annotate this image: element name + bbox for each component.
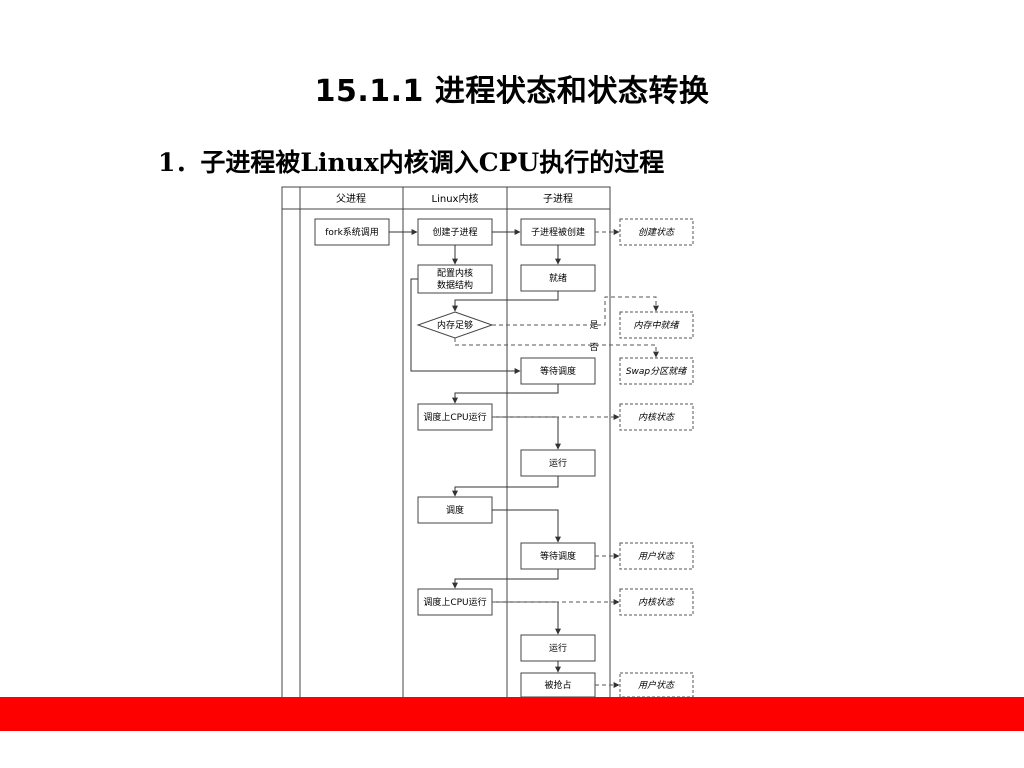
branch-no-label: 否 [589, 342, 598, 353]
lane-header-kernel: Linux内核 [432, 192, 479, 205]
sched-label: 调度 [446, 504, 464, 516]
sched-box [417, 496, 493, 524]
wait-sched-box-1 [520, 357, 596, 385]
arrow-config-to-wait [410, 278, 521, 374]
sched-cpu-box-1 [417, 403, 493, 431]
fork-label: fork系统调用 [325, 226, 379, 238]
state-user-1 [619, 542, 694, 570]
slide-title: 15.1.1 进程状态和状态转换 [314, 74, 710, 109]
preempted-box [520, 672, 596, 698]
state-kernel-1 [619, 403, 694, 431]
sched-cpu-label-2: 调度上CPU运行 [423, 596, 486, 608]
state-user-2-label: 用户状态 [638, 680, 676, 691]
sched-cpu-box-2 [417, 588, 493, 616]
state-ready-swap-label: Swap分区就绪 [626, 366, 688, 377]
run-box-2 [520, 634, 596, 662]
sched-cpu-label-1: 调度上CPU运行 [423, 411, 486, 423]
config-kernel-label-1: 配置内核 [437, 267, 473, 279]
state-kernel-2-label: 内核状态 [638, 597, 676, 608]
arrow-wait-2-to-sched-cpu-2 [452, 569, 559, 589]
state-ready-swap [619, 357, 694, 385]
dashed-arrow-yes [492, 296, 659, 326]
state-kernel-2 [619, 588, 694, 616]
ready-label: 就绪 [549, 272, 567, 284]
run-label-2: 运行 [549, 642, 567, 654]
state-created-label: 创建状态 [638, 227, 676, 238]
arrow-sched-cpu-2-to-run-2 [492, 601, 561, 635]
wait-sched-box-2 [520, 542, 596, 570]
ready-box [520, 264, 596, 292]
arrow-wait-to-sched-cpu-1 [452, 384, 559, 404]
create-child-label: 创建子进程 [432, 226, 477, 238]
arrow-sched-cpu-1-to-run-1 [492, 416, 561, 450]
swimlane-frame [281, 186, 611, 700]
state-user-2 [619, 672, 694, 698]
state-ready-in-mem [619, 311, 694, 339]
preempted-label: 被抢占 [544, 679, 571, 691]
dashed-arrow-no [454, 338, 659, 358]
slide-subtitle: 1．子进程被Linux内核调入CPU执行的过程 [158, 148, 665, 177]
arrow-sched-to-wait-2 [492, 509, 561, 543]
state-user-1-label: 用户状态 [638, 551, 676, 562]
footer-accent-bar [0, 697, 1024, 731]
create-child-box [417, 218, 493, 246]
wait-sched-label-2: 等待调度 [540, 550, 576, 562]
arrow-run-1-to-sched [452, 476, 559, 497]
run-label-1: 运行 [549, 457, 567, 469]
child-created-label: 子进程被创建 [531, 226, 585, 238]
wait-sched-label-1: 等待调度 [540, 365, 576, 377]
arrow-ready-to-decision [452, 291, 559, 312]
lane-header-child: 子进程 [543, 193, 573, 205]
lane-header-parent: 父进程 [336, 193, 366, 205]
state-ready-in-mem-label: 内存中就绪 [633, 320, 680, 331]
state-created [619, 218, 694, 246]
state-kernel-1-label: 内核状态 [638, 412, 676, 423]
mem-enough-label: 内存足够 [437, 319, 473, 331]
config-kernel-label-2: 数据结构 [437, 279, 473, 291]
